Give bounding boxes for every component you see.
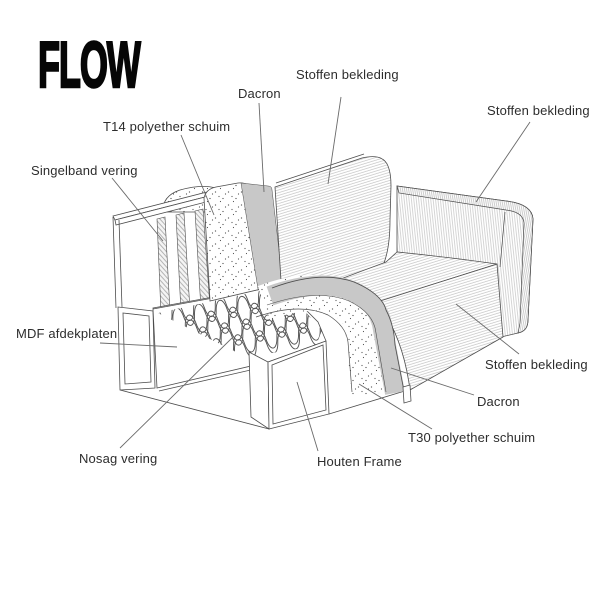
left-side-panel	[117, 306, 156, 391]
leader-stoffen-right	[455, 303, 520, 355]
leader-houten	[296, 381, 319, 452]
leader-nosag	[119, 337, 233, 449]
leader-lines	[99, 96, 531, 452]
leader-mdf	[99, 342, 178, 348]
label-t14-polyether-schuim: T14 polyether schuim	[103, 119, 231, 134]
label-stoffen-bekleding-top: Stoffen bekleding	[296, 67, 399, 82]
leader-singelband	[111, 177, 164, 242]
label-dacron-right: Dacron	[477, 394, 520, 409]
label-stoffen-bekleding-top-right: Stoffen bekleding	[487, 103, 590, 118]
label-t30-polyether-schuim: T30 polyether schuim	[408, 430, 536, 445]
leader-stoffen-top	[327, 96, 342, 185]
armrest-top-band	[396, 185, 534, 334]
label-stoffen-bekleding-right: Stoffen bekleding	[485, 357, 588, 372]
label-houten-frame: Houten Frame	[317, 454, 402, 469]
page-title: FLOW	[37, 28, 141, 101]
leader-t14	[180, 134, 215, 216]
leader-stoffen-topright	[475, 121, 531, 203]
backrest-front-fabric	[274, 156, 392, 297]
label-mdf-afdekplaten: MDF afdekplaten	[16, 326, 118, 341]
leader-dacron-right	[390, 367, 475, 396]
dacron-band-seat	[266, 275, 405, 395]
leader-t30	[358, 383, 433, 430]
sofa-linework	[112, 153, 534, 430]
houten-frame-box	[248, 340, 330, 430]
label-nosag-vering: Nosag vering	[79, 451, 158, 466]
singelband-webbing-straps	[156, 208, 211, 315]
leader-dacron-top	[258, 102, 265, 193]
label-singelband-vering: Singelband vering	[31, 163, 138, 178]
label-dacron-top: Dacron	[238, 86, 281, 101]
